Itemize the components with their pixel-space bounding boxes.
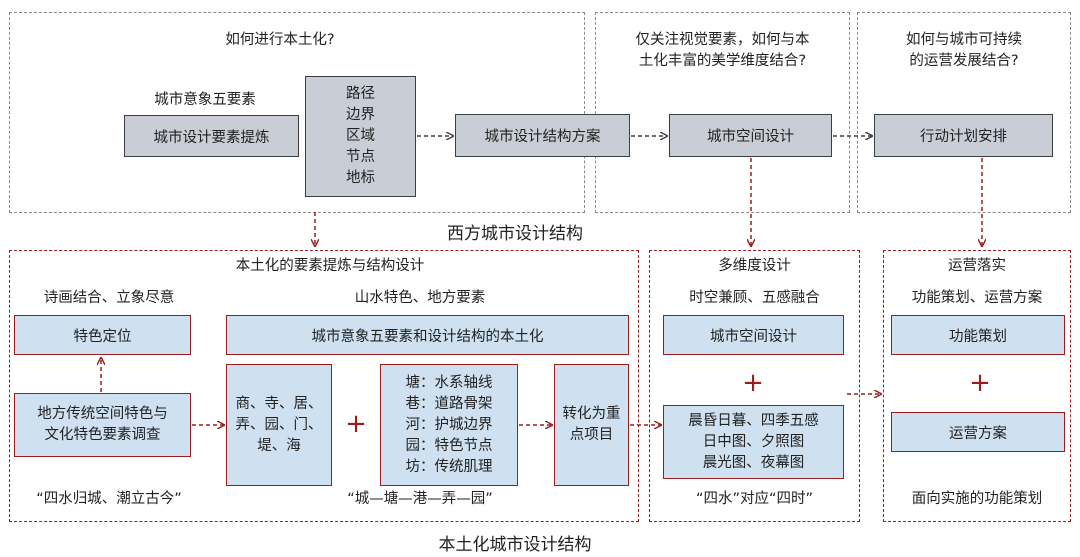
western-frame-1 [9, 12, 585, 213]
panel-operation-subtitle: 功能策划、运营方案 [911, 290, 1043, 306]
box-structure-plan-label: 城市设计结构方案 [484, 129, 601, 145]
box-localization-label: 城市意象五要素和设计结构的本土化 [311, 328, 544, 345]
box-function-planning-label: 功能策划 [949, 328, 1007, 345]
box-multidim-space-label: 城市空间设计 [710, 328, 797, 345]
question-operation-2: 的运营发展结合? [909, 53, 1019, 69]
western-frame-3 [857, 12, 1071, 213]
tang-line-4: 园：特色节点 [405, 437, 493, 454]
quote-four-times: “四水”对应“四时” [695, 491, 814, 507]
time-senses-line-2: 日中图、夕照图 [702, 433, 805, 450]
box-element-extraction: 城市设计要素提炼 [124, 115, 299, 157]
box-action-plan: 行动计划安排 [874, 114, 1053, 157]
local-section-title: 本土化城市设计结构 [438, 535, 592, 555]
box-positioning-label: 特色定位 [73, 328, 132, 345]
time-senses-line-3: 晨光图、夜幕图 [702, 454, 805, 471]
question-localize: 如何进行本土化? [225, 32, 335, 48]
box-survey: 地方传统空间特色与 文化特色要素调查 [14, 393, 191, 457]
local-frame-1 [9, 250, 639, 522]
tang-line-3: 河：护城边界 [405, 416, 493, 433]
time-senses-line-1: 晨昏日暮、四季五感 [688, 412, 819, 429]
quote-four-waters: “四水归城、潮立古今” [36, 491, 182, 507]
tang-line-1: 塘：水系轴线 [405, 374, 493, 391]
box-urban-space-design-label: 城市空间设计 [707, 129, 794, 145]
key-projects-line-1: 转化为重 [562, 406, 621, 422]
box-localization: 城市意象五要素和设计结构的本土化 [226, 315, 629, 355]
subtitle-poetic: 诗画结合、立象尽意 [43, 290, 175, 306]
element-node: 节点 [346, 149, 375, 165]
tang-line-5: 坊：传统肌理 [405, 458, 493, 475]
box-urban-space-design: 城市空间设计 [669, 114, 832, 157]
local-elements-line-2: 弄、园、门、 [235, 416, 323, 433]
key-projects-line-2: 点项目 [569, 427, 614, 443]
western-section-title: 西方城市设计结构 [447, 224, 583, 244]
box-tang-structure: 塘：水系轴线 巷：道路骨架 河：护城边界 园：特色节点 坊：传统肌理 [380, 364, 518, 486]
five-elements-label: 城市意象五要素 [154, 92, 256, 108]
panel-operation-title: 运营落实 [948, 258, 1006, 274]
plus-sign-2: + [742, 368, 764, 398]
local-elements-line-3: 堤、海 [257, 437, 301, 454]
question-operation-1: 如何与城市可持续 [906, 32, 1022, 48]
box-five-elements-list: 路径 边界 区域 节点 地标 [305, 76, 416, 197]
question-aesthetic-1: 仅关注视觉要素，如何与本 [635, 32, 810, 48]
box-operation-plan-label: 运营方案 [949, 425, 1007, 442]
function-footer: 面向实施的功能策划 [911, 491, 1043, 507]
element-path: 路径 [346, 86, 375, 102]
box-function-planning: 功能策划 [891, 315, 1065, 355]
box-survey-line-1: 地方传统空间特色与 [37, 406, 168, 422]
local-frame-2 [649, 250, 860, 522]
local-elements-line-1: 商、寺、居、 [235, 395, 323, 412]
box-local-elements: 商、寺、居、 弄、园、门、 堤、海 [226, 364, 332, 486]
element-edge: 边界 [346, 107, 375, 123]
element-district: 区域 [346, 128, 375, 144]
panel-multidim-subtitle: 时空兼顾、五感融合 [689, 290, 820, 306]
box-element-extraction-label: 城市设计要素提炼 [153, 129, 270, 146]
box-time-senses: 晨昏日暮、四季五感 日中图、夕照图 晨光图、夜幕图 [663, 405, 844, 479]
box-positioning: 特色定位 [14, 315, 191, 355]
subtitle-landscape: 山水特色、地方要素 [354, 290, 486, 306]
box-multidim-space: 城市空间设计 [663, 315, 844, 355]
local-frame-3 [883, 250, 1071, 522]
panel-elements-title: 本土化的要素提炼与结构设计 [235, 258, 425, 274]
plus-sign-3: + [969, 368, 991, 398]
western-frame-2 [595, 12, 850, 213]
question-aesthetic-2: 土化丰富的美学维度结合? [638, 53, 807, 69]
box-action-plan-label: 行动计划安排 [920, 129, 1007, 145]
panel-multidim-title: 多维度设计 [718, 258, 791, 274]
tang-line-2: 巷：道路骨架 [405, 395, 493, 412]
box-operation-plan: 运营方案 [891, 412, 1065, 452]
plus-sign-1: + [345, 409, 367, 439]
element-landmark: 地标 [346, 170, 375, 186]
box-survey-line-2: 文化特色要素调查 [44, 427, 161, 443]
box-structure-plan: 城市设计结构方案 [455, 114, 630, 157]
box-key-projects: 转化为重 点项目 [554, 364, 629, 486]
quote-city-pond: “城—塘—港—弄—园” [347, 491, 493, 507]
